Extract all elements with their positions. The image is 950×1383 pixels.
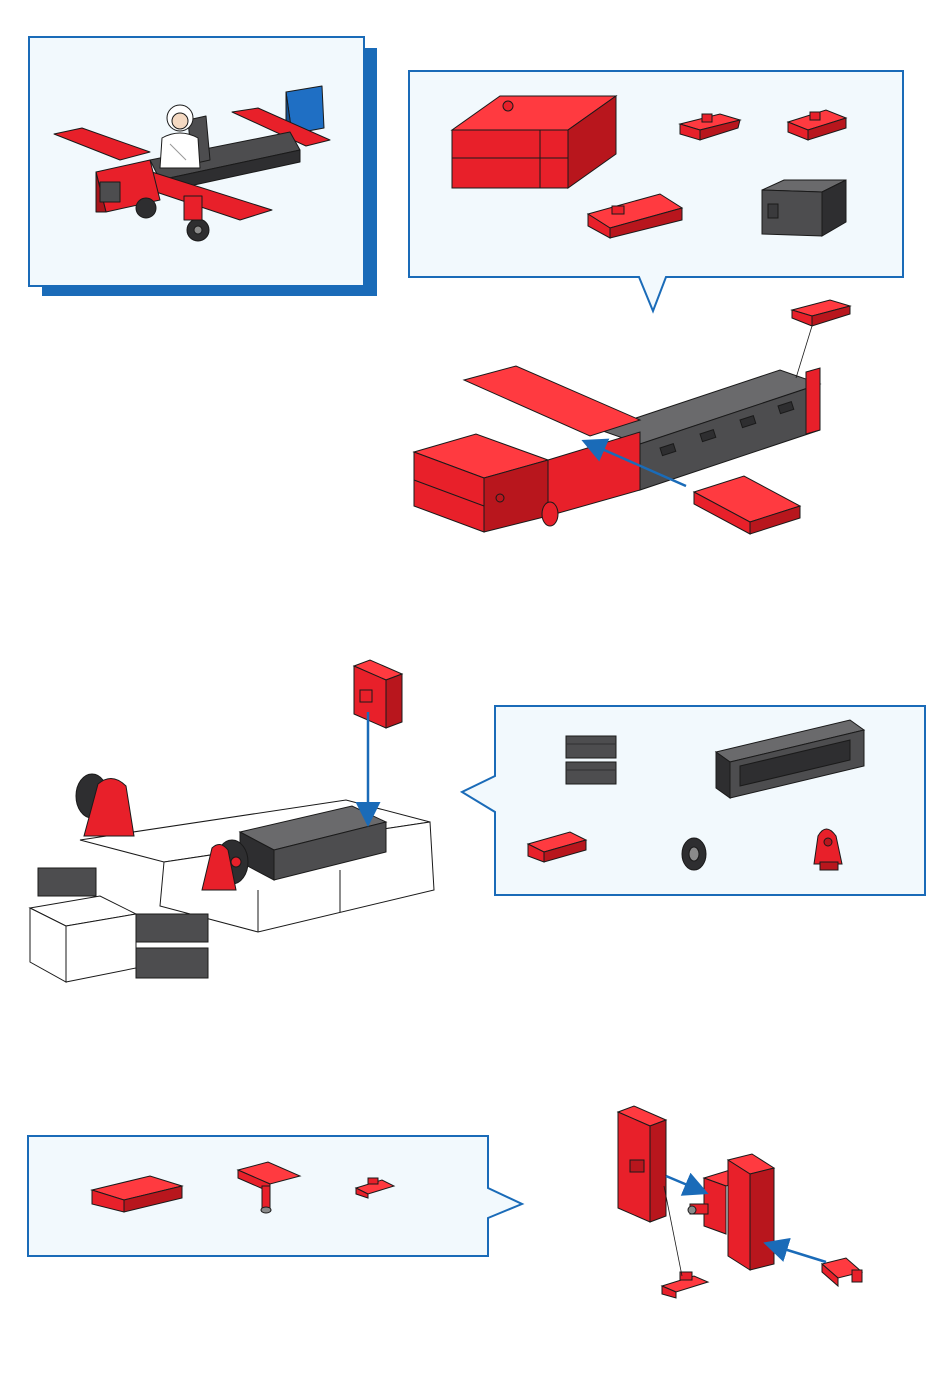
cockpit-assembly-icon (30, 774, 434, 982)
red-bracket-small-icon (792, 300, 850, 326)
leader-line (796, 326, 812, 378)
insert-arrow (768, 1244, 826, 1262)
red-flat-slot-piece-icon (694, 476, 800, 534)
tire-icon (682, 838, 706, 870)
leader-line (664, 1186, 682, 1276)
red-small-clip-icon (822, 1258, 862, 1286)
grey-building-block-icon (762, 180, 846, 236)
red-small-clip-icon (662, 1272, 708, 1298)
pilot-figure-icon (160, 105, 200, 168)
insert-arrow (666, 1176, 704, 1192)
red-cube-icon (354, 660, 402, 728)
